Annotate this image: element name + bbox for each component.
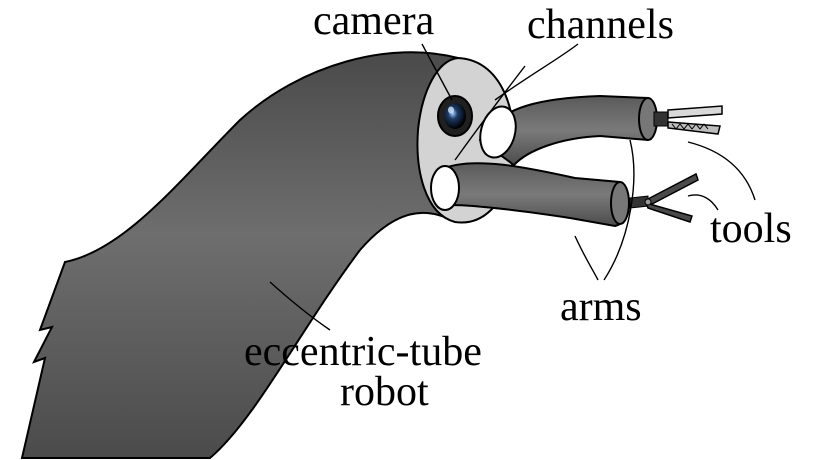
robot-leader (269, 281, 331, 331)
channels-label: channels (527, 2, 674, 48)
robot-label-line1: eccentric-tube (244, 329, 482, 375)
channels-leader-2 (454, 65, 526, 161)
channels-leader-1 (494, 43, 579, 101)
robot-label-line2: robot (340, 369, 429, 415)
lower-channel-opening (430, 165, 460, 211)
scissors-tool-icon (629, 172, 699, 223)
camera-label: camera (313, 0, 435, 44)
lower-arm-tip (610, 181, 630, 225)
upper-channel-opening (479, 105, 517, 159)
tools-leader-1 (687, 141, 756, 201)
camera-lens-icon (437, 95, 473, 137)
tools-label: tools (710, 206, 792, 252)
tools-leader-2 (687, 194, 719, 211)
arms-label: arms (560, 284, 642, 330)
arms-leader-2 (603, 139, 635, 281)
leader-lines (269, 43, 756, 331)
camera-leader (421, 43, 453, 101)
arms-leader-1 (574, 235, 599, 281)
grasper-tool-icon (653, 105, 723, 135)
